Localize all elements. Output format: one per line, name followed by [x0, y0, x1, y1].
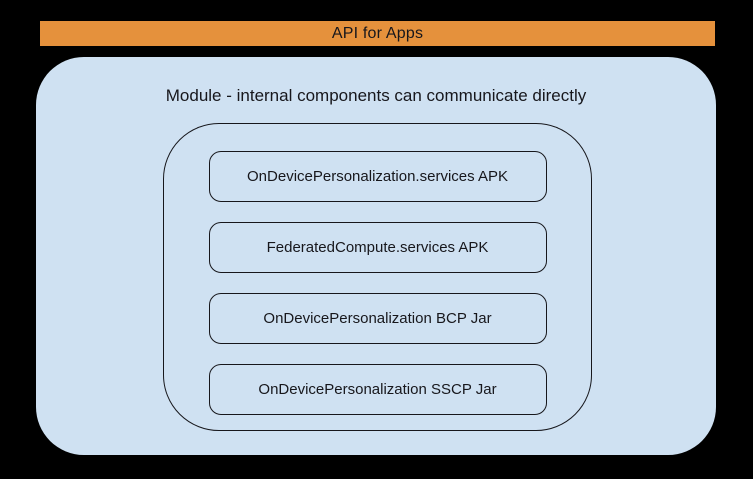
component-box-ondevicepersonalization-services-apk: OnDevicePersonalization.services APK: [208, 151, 547, 202]
component-box-ondevicepersonalization-sscp-jar: OnDevicePersonalization SSCP Jar: [208, 364, 547, 415]
module-container: Module - internal components can communi…: [36, 57, 716, 455]
component-label: OnDevicePersonalization SSCP Jar: [258, 381, 497, 398]
component-box-federatedcompute-services-apk: FederatedCompute.services APK: [208, 222, 547, 273]
component-label: FederatedCompute.services APK: [266, 239, 489, 256]
api-for-apps-banner: API for Apps: [40, 21, 715, 46]
component-label: OnDevicePersonalization BCP Jar: [263, 310, 492, 327]
module-title: Module - internal components can communi…: [165, 86, 587, 105]
component-label: OnDevicePersonalization.services APK: [247, 168, 508, 185]
component-box-ondevicepersonalization-bcp-jar: OnDevicePersonalization BCP Jar: [208, 293, 547, 344]
banner-label: API for Apps: [331, 24, 424, 42]
module-inner-frame: OnDevicePersonalization.services APK Fed…: [163, 123, 592, 431]
